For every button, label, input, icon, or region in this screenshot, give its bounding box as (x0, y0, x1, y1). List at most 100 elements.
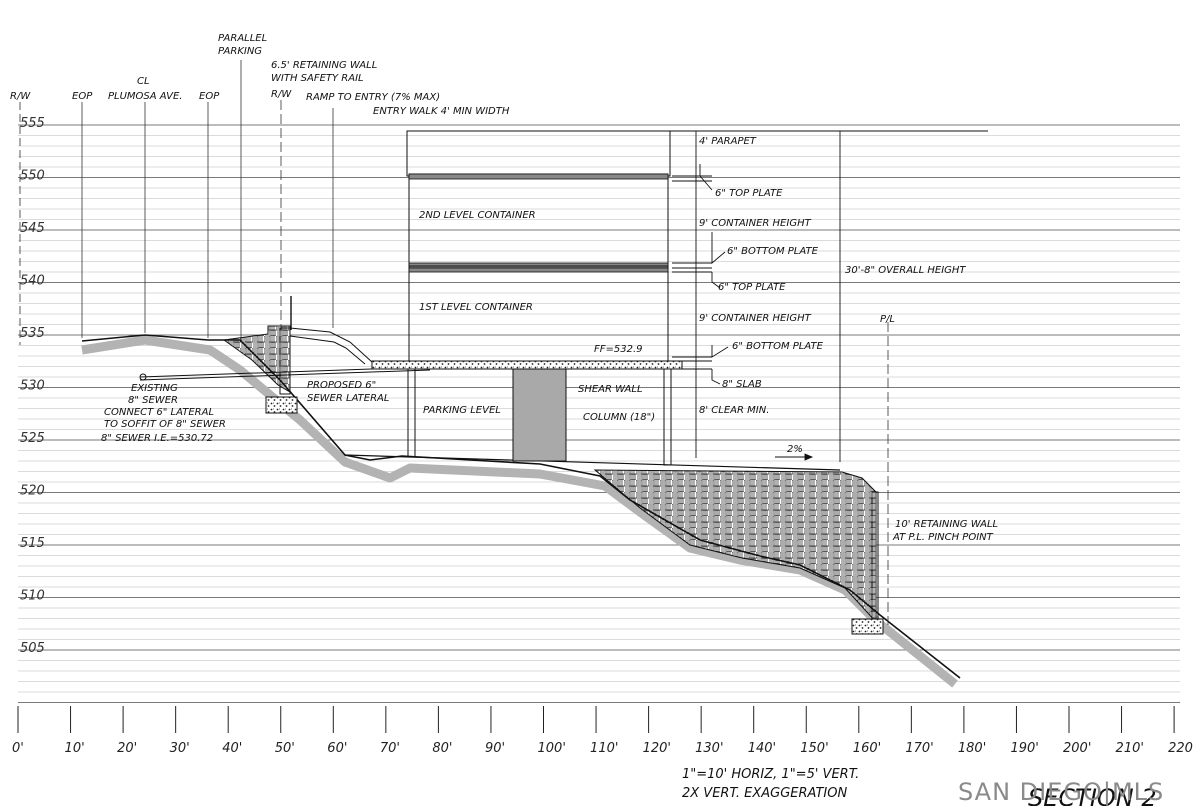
elevation-label: 525 (20, 431, 45, 446)
label-wall10-2: AT P.L. PINCH POINT (892, 532, 994, 543)
x-tick-label: 200' (1063, 741, 1091, 756)
label-parapet: 4' PARAPET (699, 136, 757, 147)
label-bottom-plate-1: 6" BOTTOM PLATE (727, 246, 819, 257)
label-retaining-wall-2: WITH SAFETY RAIL (271, 73, 364, 84)
elevation-label: 515 (20, 536, 45, 551)
x-tick-label: 140' (748, 741, 776, 756)
label-proposed-1: PROPOSED 6" (307, 380, 376, 391)
label-second-level: 2ND LEVEL CONTAINER (419, 210, 536, 221)
label-container-height-1: 9' CONTAINER HEIGHT (699, 218, 812, 229)
elevation-label: 550 (20, 169, 45, 184)
scale-note-1: 1"=10' HORIZ, 1"=5' VERT. (682, 767, 859, 782)
label-retaining-wall-1: 6.5' RETAINING WALL (271, 60, 377, 71)
entry-ramp-lower (289, 335, 366, 365)
label-eop-right: EOP (199, 91, 220, 102)
x-tick-label: 20' (117, 741, 137, 756)
existing-ground-band (81, 335, 958, 688)
grade-line (81, 334, 961, 679)
retaining-wall-left (279, 327, 291, 395)
label-existing-5: 8" SEWER I.E.=530.72 (101, 433, 213, 444)
x-tick-label: 30' (170, 741, 190, 756)
x-tick-label: 0' (12, 741, 24, 756)
parapet (406, 130, 671, 177)
floor-slab (371, 360, 683, 370)
existing-sewer-pipe (139, 373, 147, 381)
x-tick-label: 100' (538, 741, 566, 756)
elevation-label: 545 (20, 221, 45, 236)
x-tick-label: 90' (485, 741, 505, 756)
label-parking-level: PARKING LEVEL (423, 405, 501, 416)
entry-ramp (289, 327, 373, 363)
label-rw-mid: R/W (271, 89, 292, 100)
label-first-level: 1ST LEVEL CONTAINER (419, 302, 533, 313)
top-plate-lower (408, 267, 669, 273)
elevation-label: 535 (20, 326, 45, 341)
reference-lines (19, 60, 889, 625)
label-top-plate-2: 6" TOP PLATE (718, 282, 786, 293)
x-tick-label: 120' (643, 741, 671, 756)
x-tick-label: 210' (1116, 741, 1144, 756)
elevation-label: 510 (20, 589, 45, 604)
label-entry-walk: ENTRY WALK 4' MIN WIDTH (373, 106, 510, 117)
elevation-grid (18, 124, 1180, 703)
horizontal-scale: 0' 10' 20' 30' 40' 50' 60' 70' 80' 90' 100' 110' 120… (12, 706, 1194, 756)
elevation-label: 555 (20, 116, 45, 131)
x-tick-label: 60' (327, 741, 347, 756)
label-slope: 2% (787, 444, 803, 455)
x-tick-label: 10' (65, 741, 85, 756)
elevation-label: 530 (20, 379, 45, 394)
top-plate-upper (408, 173, 669, 180)
label-proposed-2: SEWER LATERAL (307, 393, 389, 404)
dimension-lines (672, 131, 841, 462)
x-tick-label: 80' (432, 741, 452, 756)
label-existing-4: TO SOFFIT OF 8" SEWER (104, 419, 226, 430)
x-tick-label: 40' (222, 741, 242, 756)
scale-note-2: 2X VERT. EXAGGERATION (682, 786, 847, 801)
watermark-logo: SAN DIEGO|MLS (958, 778, 1164, 806)
label-cl: CL (137, 76, 150, 87)
x-tick-label: 160' (853, 741, 881, 756)
sewer-lateral-2 (139, 369, 431, 381)
x-tick-label: 110' (590, 741, 618, 756)
label-bottom-plate-2: 6" BOTTOM PLATE (732, 341, 824, 352)
column-right (663, 368, 672, 466)
label-parallel-parking-1: PARALLEL (218, 33, 267, 44)
x-tick-label: 130' (695, 741, 723, 756)
label-plumosa: PLUMOSA AVE. (108, 91, 182, 102)
elevation-label: 505 (20, 641, 45, 656)
label-overall-height: 30'-8" OVERALL HEIGHT (845, 265, 966, 276)
label-wall10-1: 10' RETAINING WALL (895, 519, 998, 530)
x-tick-label: 190' (1010, 741, 1038, 756)
shear-wall (512, 368, 567, 462)
sewer-footing-left (265, 396, 298, 414)
label-rw-left: R/W (10, 91, 31, 102)
label-clear-min: 8' CLEAR MIN. (699, 405, 769, 416)
label-top-plate-1: 6" TOP PLATE (715, 188, 783, 199)
annotations: R/W EOP CL PLUMOSA AVE. EOP PARALLEL PAR… (10, 33, 998, 543)
label-eop-left: EOP (72, 91, 93, 102)
label-column: COLUMN (18") (583, 412, 655, 423)
label-parallel-parking-2: PARKING (218, 46, 262, 57)
x-tick-label: 150' (800, 741, 828, 756)
x-tick-label: 70' (380, 741, 400, 756)
retaining-fill-right (593, 469, 877, 624)
label-shear-wall: SHEAR WALL (578, 384, 643, 395)
elevation-labels: 555 550 545 540 535 530 525 520 515 510 505 (20, 116, 45, 656)
x-tick-label: 180' (958, 741, 986, 756)
grade-line-upper (344, 454, 841, 471)
label-existing-3: CONNECT 6" LATERAL (104, 407, 214, 418)
label-ramp: RAMP TO ENTRY (7% MAX) (306, 92, 440, 103)
elevation-label: 540 (20, 274, 45, 289)
x-tick-label: 220' (1168, 741, 1194, 756)
x-tick-label: 50' (275, 741, 295, 756)
label-existing-1: EXISTING (131, 383, 178, 394)
x-tick-label: 170' (905, 741, 933, 756)
label-slab: 8" SLAB (722, 379, 762, 390)
column-left (407, 368, 416, 458)
label-ff: FF=532.9 (594, 344, 643, 355)
footing-right (851, 618, 884, 635)
section-title: SECTION 2 (1028, 784, 1157, 806)
label-pl: P/L (880, 314, 895, 325)
elevation-label: 520 (20, 484, 45, 499)
